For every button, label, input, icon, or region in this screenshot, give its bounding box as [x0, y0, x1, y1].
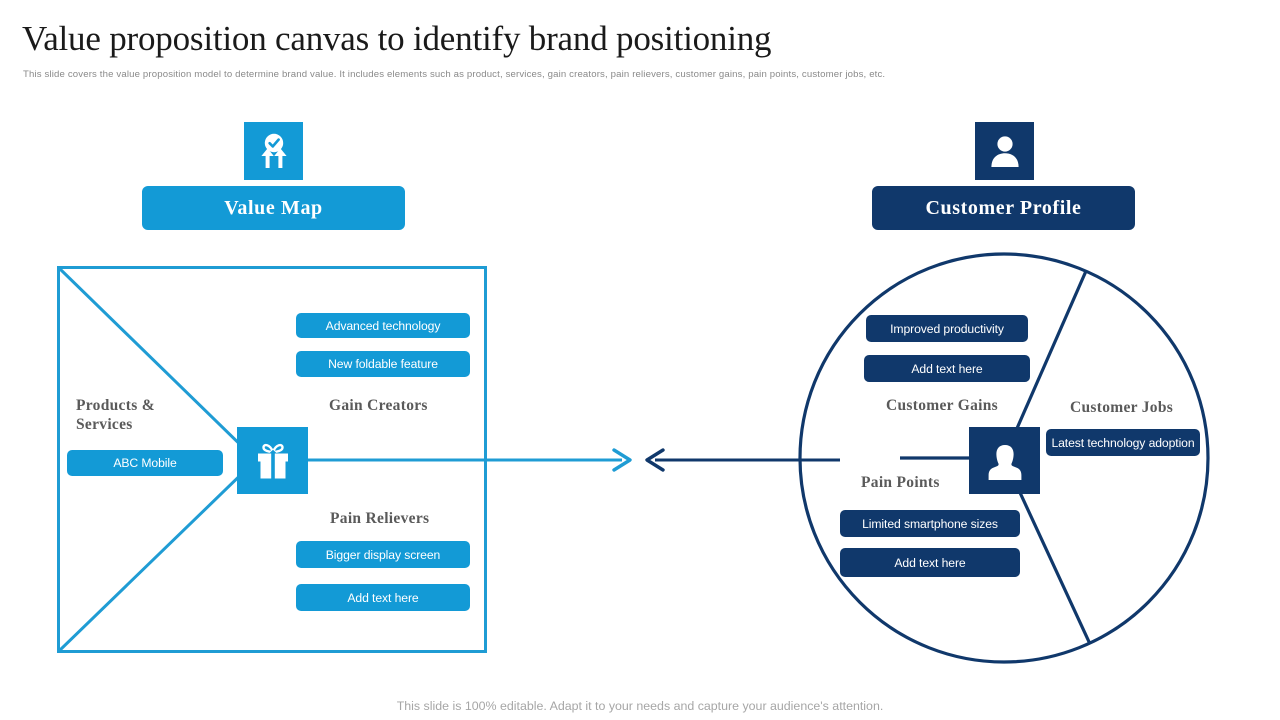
customer-gain-item[interactable]: Improved productivity — [866, 315, 1028, 342]
page-title: Value proposition canvas to identify bra… — [22, 19, 772, 58]
customer-gains-label: Customer Gains — [886, 397, 998, 414]
footer-note: This slide is 100% editable. Adapt it to… — [396, 699, 884, 713]
pain-point-item[interactable]: Add text here — [840, 548, 1020, 577]
gain-creators-label: Gain Creators — [329, 397, 428, 414]
products-services-label: Products & Services — [76, 397, 155, 433]
pain-reliever-item[interactable]: Add text here — [296, 584, 470, 611]
gain-creator-item[interactable]: New foldable feature — [296, 351, 470, 377]
growth-check-icon — [244, 122, 303, 180]
pain-reliever-item[interactable]: Bigger display screen — [296, 541, 470, 568]
value-map-banner[interactable]: Value Map — [142, 186, 405, 230]
person-icon — [975, 122, 1034, 180]
connector-arrows — [480, 448, 840, 472]
customer-jobs-label: Customer Jobs — [1070, 399, 1174, 416]
pain-points-label: Pain Points — [861, 474, 940, 491]
gain-creator-item[interactable]: Advanced technology — [296, 313, 470, 338]
arrow-left-icon — [645, 448, 665, 472]
page-subtitle: This slide covers the value proposition … — [23, 69, 886, 80]
pain-point-item[interactable]: Limited smartphone sizes — [840, 510, 1020, 537]
pain-relievers-label: Pain Relievers — [330, 510, 430, 527]
product-service-item[interactable]: ABC Mobile — [67, 450, 223, 476]
customer-job-item[interactable]: Latest technology adoption — [1046, 429, 1200, 456]
person-icon — [969, 427, 1040, 494]
gift-icon — [237, 427, 308, 494]
customer-profile-banner[interactable]: Customer Profile — [872, 186, 1135, 230]
arrow-right-icon — [612, 448, 632, 472]
customer-gain-item[interactable]: Add text here — [864, 355, 1030, 382]
